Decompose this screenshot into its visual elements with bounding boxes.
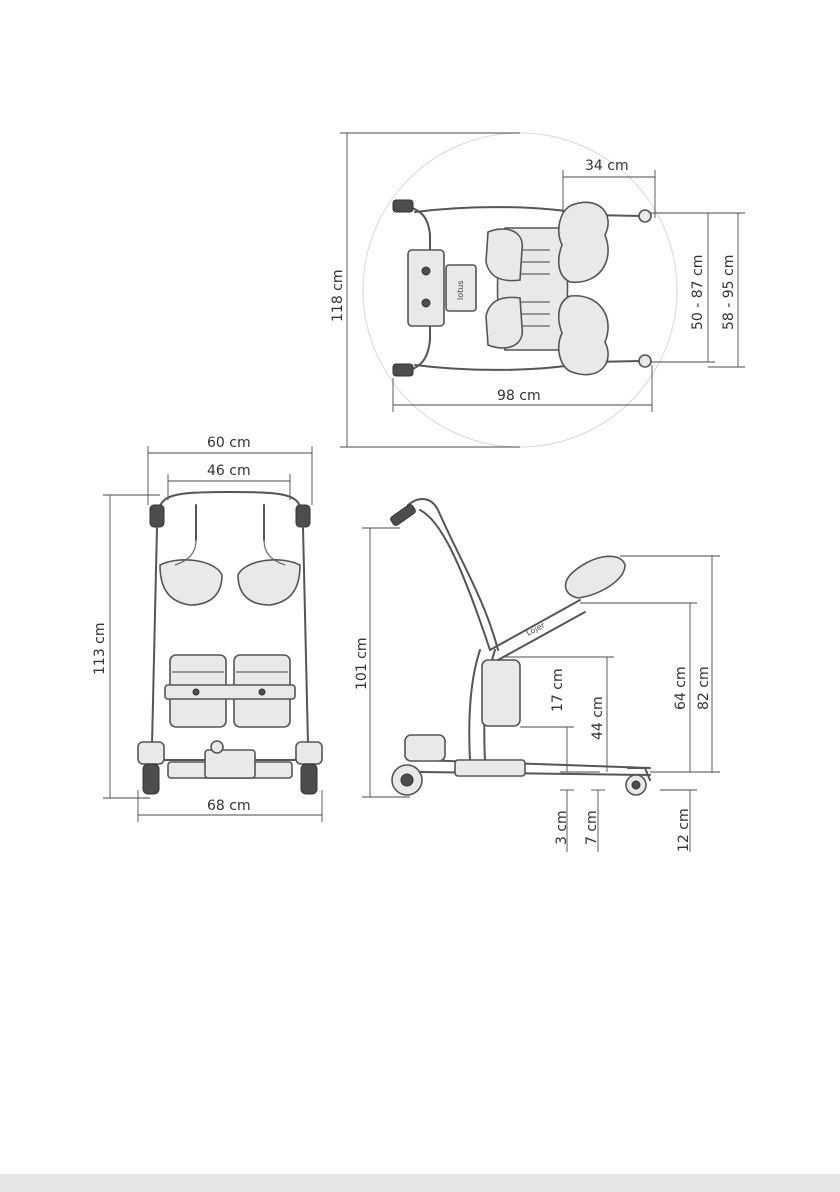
dim-44: 44 cm [590, 696, 606, 740]
bottom-bar [0, 1174, 840, 1192]
dim-118: 118 cm [330, 269, 346, 322]
dim-113: 113 cm [92, 622, 108, 675]
dim-60: 60 cm [207, 435, 251, 451]
dim-3: 3 cm [554, 810, 570, 845]
dim-7: 7 cm [584, 810, 600, 845]
dim-64: 64 cm [673, 666, 689, 710]
dim-12: 12 cm [676, 808, 692, 852]
brand-top: lotus [456, 281, 465, 301]
front-view [103, 446, 322, 822]
side-view: Lojer [362, 499, 720, 852]
dim-17: 17 cm [550, 668, 566, 712]
dim-58-95: 58 - 95 cm [721, 255, 737, 330]
dim-98: 98 cm [497, 388, 541, 404]
top-view: lotus [340, 133, 745, 447]
dim-82: 82 cm [696, 666, 712, 710]
dim-46: 46 cm [207, 463, 251, 479]
dim-101: 101 cm [354, 637, 370, 690]
dim-34: 34 cm [585, 158, 629, 174]
dim-68: 68 cm [207, 798, 251, 814]
dim-50-87: 50 - 87 cm [690, 255, 706, 330]
